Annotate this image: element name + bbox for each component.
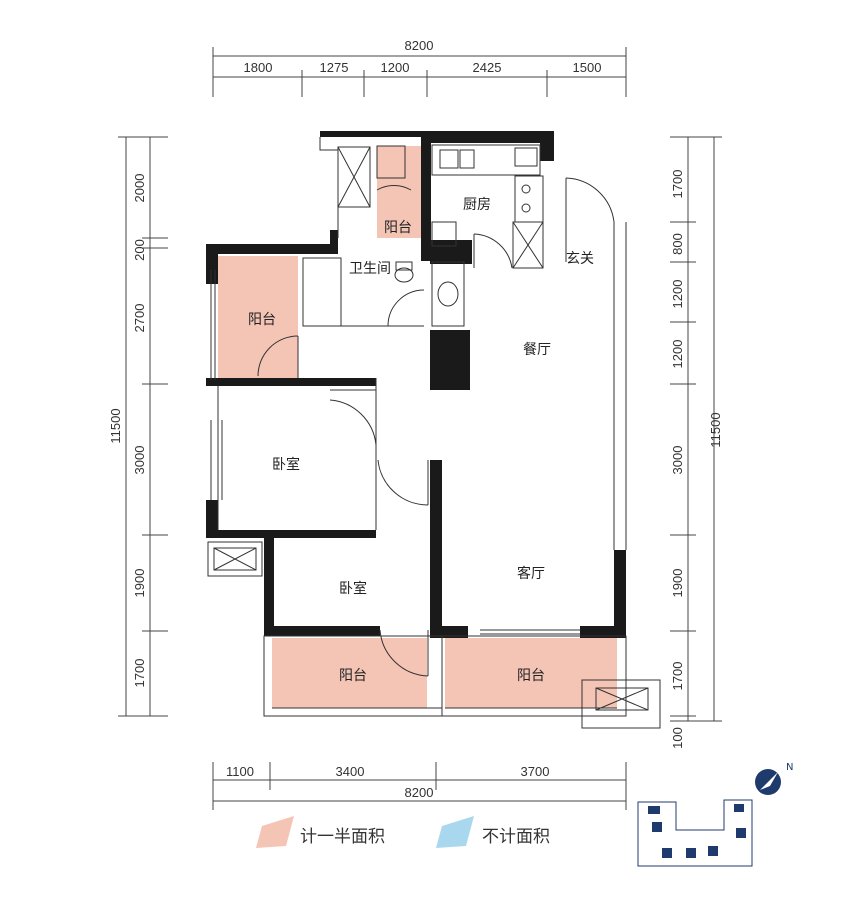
left-dim-1: 2000 [132, 174, 147, 203]
right-dim-2: 800 [670, 233, 685, 255]
bottom-dim-3: 3700 [521, 764, 550, 779]
half-area-swatch [256, 816, 294, 848]
bottom-total-dim: 8200 [405, 785, 434, 800]
room-label-bedroom2: 卧室 [339, 580, 367, 597]
top-dim-5: 1500 [573, 60, 602, 75]
room-label-kitchen: 厨房 [463, 197, 491, 213]
left-dim-5: 1900 [132, 569, 147, 598]
left-dim-2: 200 [132, 239, 147, 261]
room-label-balcony-bottom-right: 阳台 [517, 668, 545, 684]
bottom-dimensions [212, 762, 627, 810]
bottom-dim-1: 1100 [226, 764, 254, 779]
right-dim-4: 1200 [670, 340, 685, 369]
top-dim-2: 1275 [320, 60, 349, 75]
left-dim-3: 2700 [132, 304, 147, 333]
legend-no-area-label: 不计面积 [482, 827, 550, 847]
top-total-dim: 8200 [405, 38, 434, 53]
right-dim-6: 1900 [670, 569, 685, 598]
right-dim-1: 1700 [670, 170, 685, 199]
room-label-dining: 餐厅 [523, 342, 551, 358]
right-dim-7: 1700 [670, 662, 685, 691]
right-dimensions [670, 136, 722, 722]
legend-half-area-label: 计一半面积 [300, 827, 385, 847]
right-total-dim: 11500 [708, 412, 723, 447]
half-area-fills [218, 146, 617, 708]
right-dim-8: 100 [670, 727, 685, 749]
room-label-bedroom1: 卧室 [272, 456, 300, 473]
left-dimensions [118, 136, 168, 717]
right-dim-5: 3000 [670, 446, 685, 475]
no-area-swatch [436, 816, 474, 848]
room-label-balcony-top: 阳台 [384, 220, 412, 236]
top-dimensions [212, 47, 627, 97]
balcony-left-fill [218, 256, 298, 380]
room-label-balcony-left: 阳台 [248, 312, 276, 328]
top-dim-1: 1800 [244, 60, 273, 75]
bottom-dim-2: 3400 [336, 764, 365, 779]
balcony-top-fill [377, 146, 421, 238]
left-dim-6: 1700 [132, 659, 147, 688]
walls [206, 131, 626, 638]
room-label-entrance: 玄关 [566, 250, 594, 267]
balcony-bottom-right-fill [445, 638, 617, 708]
thin-lines [207, 137, 661, 729]
top-dim-4: 2425 [473, 60, 502, 75]
left-total-dim: 11500 [108, 408, 123, 443]
right-dim-3: 1200 [670, 280, 685, 309]
compass-icon: N [755, 762, 793, 795]
balcony-bottom-left-fill [272, 638, 427, 708]
left-dim-4: 3000 [132, 446, 147, 475]
site-plan-icon [637, 799, 753, 867]
room-label-balcony-bottom-left: 阳台 [339, 668, 367, 684]
compass-north-label: N [786, 762, 793, 773]
room-label-living: 客厅 [517, 565, 545, 582]
top-dim-3: 1200 [381, 60, 410, 75]
room-label-bathroom: 卫生间 [349, 261, 391, 277]
